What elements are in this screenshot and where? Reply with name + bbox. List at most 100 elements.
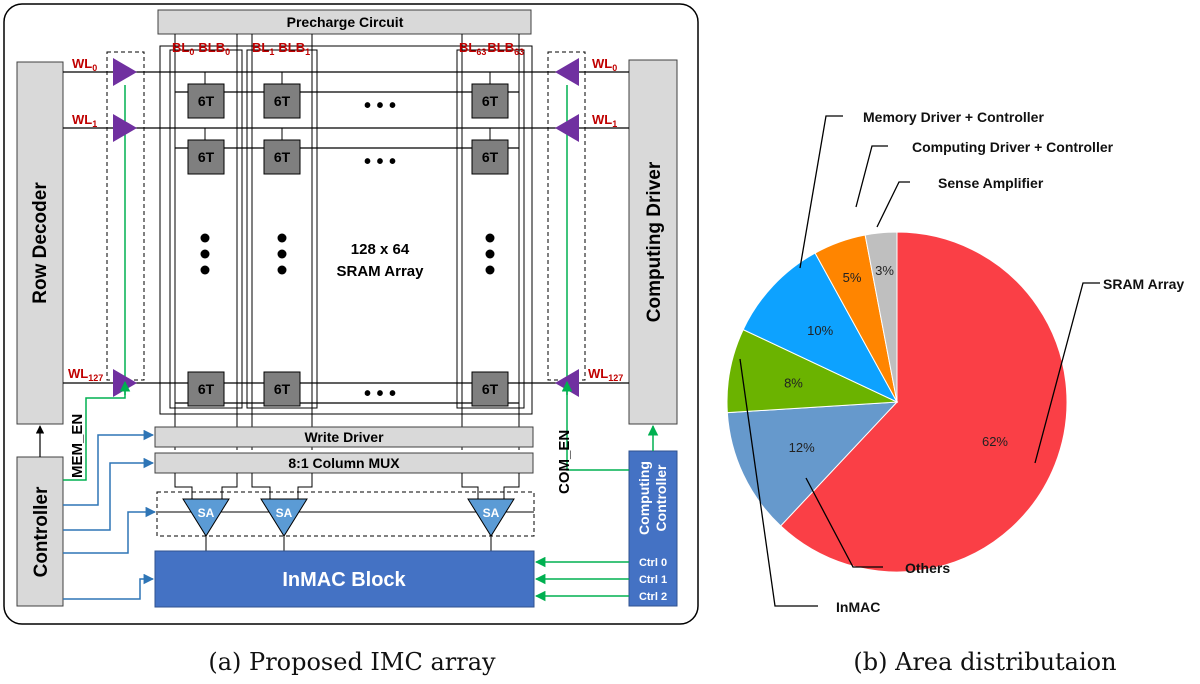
pie-value-label: 62%: [982, 434, 1008, 449]
wl-label-left-127: WL127: [68, 366, 103, 383]
column-box-0: [169, 49, 243, 409]
enable-lines: [124, 85, 568, 395]
pie-label-others: Others: [905, 560, 950, 576]
caption-a: (a) Proposed IMC array: [208, 648, 496, 676]
pie-label-inmac: InMAC: [836, 599, 880, 615]
sram-array-frame: [159, 45, 533, 415]
svg-text:SA: SA: [276, 506, 293, 520]
wl-label-right-0: WL0: [592, 56, 617, 73]
pie-label-computing-driver: Computing Driver + Controller: [912, 139, 1114, 155]
ctrl-label-0: Ctrl 0: [639, 557, 667, 569]
svg-text:• • •: • • •: [364, 383, 396, 405]
computing-driver: [628, 59, 678, 425]
column-box-1: [246, 49, 318, 409]
pie-slice-memory-driver-controller: [742, 252, 899, 404]
svg-text:6T: 6T: [198, 93, 215, 109]
driver-triangle-left-1: [113, 114, 137, 142]
array-label-type: SRAM Array: [337, 263, 425, 280]
pie-label-sense-amplifier: Sense Amplifier: [938, 175, 1044, 191]
svg-text:6T: 6T: [274, 149, 291, 165]
sense-amplifier: [260, 498, 308, 537]
mem-en-label: MEM_EN: [69, 414, 86, 478]
pie-value-label: 5%: [843, 270, 862, 285]
svg-text:• • •: • • •: [364, 151, 396, 173]
mem-en-path: [63, 380, 131, 481]
pie-value-label: 8%: [784, 375, 803, 390]
svg-text:• • •: • • •: [364, 95, 396, 117]
pie-label-sram-array: SRAM Array: [1103, 276, 1184, 292]
bitlines: [174, 34, 520, 450]
pie-value-label: 12%: [789, 440, 815, 455]
pie-value-label: 10%: [807, 323, 833, 338]
write-driver-label: Write Driver: [304, 429, 384, 445]
sense-amplifiers: SA SA SA: [182, 498, 515, 537]
pie-label-memory-driver: Memory Driver + Controller: [863, 109, 1044, 125]
svg-text:SA: SA: [483, 506, 500, 520]
cell-row-0: 6T 6T 6T: [187, 72, 509, 119]
computing-controller-label-1: Computing: [636, 461, 652, 535]
wl-label-right-1: WL1: [592, 112, 617, 129]
controller-signal-paths: [63, 429, 157, 600]
svg-text:SA: SA: [198, 506, 215, 520]
computing-driver-label: Computing Driver: [644, 161, 665, 322]
cell-6t: [187, 139, 225, 175]
controller: [16, 456, 64, 607]
wl-label-right-127: WL127: [588, 366, 623, 383]
cell-6t: [471, 83, 509, 119]
cell-6t: [187, 371, 225, 407]
inmac-block: [154, 550, 535, 608]
cell-row-1: 6T 6T 6T: [187, 128, 509, 175]
ctrl-label-2: Ctrl 2: [639, 591, 667, 603]
vertical-ellipsis: [200, 233, 495, 275]
driver-triangle-left-0: [113, 58, 137, 86]
diagram-frame: [3, 3, 699, 625]
column-mux-label: 8:1 Column MUX: [288, 455, 400, 471]
svg-text:6T: 6T: [482, 93, 499, 109]
column-box-63: [456, 49, 525, 409]
row-decoder: [16, 61, 64, 425]
driver-triangle-right-0: [555, 58, 579, 86]
pie-slice-others: [726, 401, 899, 527]
sram-cells: 6T 6T 6T 6T 6T 6T 6T 6T 6T: [187, 72, 509, 407]
svg-text:6T: 6T: [198, 381, 215, 397]
caption-b: (b) Area distributaion: [853, 648, 1116, 676]
wl-label-left-1: WL1: [72, 112, 97, 129]
precharge-circuit: [157, 9, 532, 35]
com-en-path: [561, 380, 629, 471]
precharge-label: Precharge Circuit: [287, 14, 404, 30]
cell-6t: [471, 371, 509, 407]
pie-slice-sense-amplifier: [864, 231, 898, 403]
horizontal-ellipsis: • • • • • • • • •: [364, 95, 396, 405]
svg-text:6T: 6T: [198, 149, 215, 165]
sense-amplifier: [182, 498, 230, 537]
sa-box: [156, 491, 535, 537]
pie-value-label: 3%: [875, 263, 894, 278]
sense-amplifier: [467, 498, 515, 537]
svg-text:6T: 6T: [274, 381, 291, 397]
wordline-labels: WL0 WL1 WL127 WL0 WL1 WL127: [68, 56, 623, 383]
driver-triangle-right-1: [555, 114, 579, 142]
com-en-label: COM_EN: [556, 430, 573, 494]
cell-6t: [263, 139, 301, 175]
ctrl-arrows: [534, 556, 629, 602]
wl-label-left-0: WL0: [72, 56, 97, 73]
wordlines: [63, 71, 629, 404]
cell-6t: [263, 83, 301, 119]
cell-6t: [187, 83, 225, 119]
column-mux: [154, 452, 534, 474]
cell-row-127: 6T 6T 6T: [187, 371, 509, 407]
ctrl-label-1: Ctrl 1: [639, 574, 667, 586]
computing-controller-label-2: Controller: [653, 464, 669, 531]
pie-callouts: SRAM Array Others InMAC Memory Driver + …: [739, 109, 1184, 615]
row-decoder-label: Row Decoder: [30, 182, 51, 304]
cell-6t: [471, 139, 509, 175]
svg-text:6T: 6T: [482, 149, 499, 165]
bitline-label-63: BL63BLB63: [459, 40, 524, 57]
controller-label: Controller: [31, 486, 52, 577]
svg-text:6T: 6T: [482, 381, 499, 397]
